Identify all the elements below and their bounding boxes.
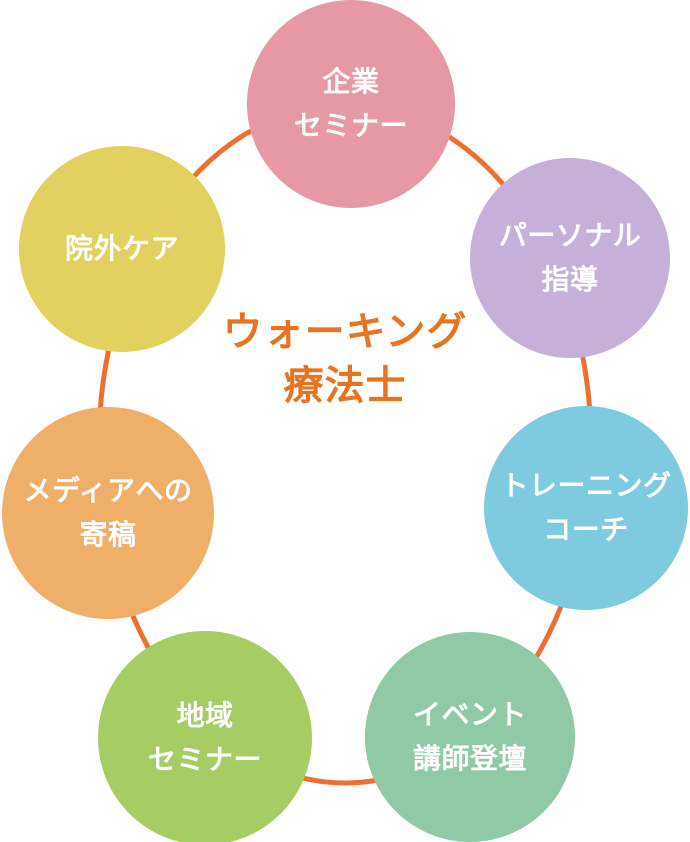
diagram-node-label-line: トレーニング [500,470,672,501]
diagram-node-media-contribution: メディアへの寄稿 [2,407,214,619]
diagram-node-training-coach: トレーニングコーチ [484,406,688,610]
diagram-node-label-line: 地域 [176,700,234,731]
diagram-node-out-of-hospital-care: 院外ケア [19,146,225,352]
diagram-node-local-seminar: 地域セミナー [98,631,312,842]
diagram-node-label-line: イベント [412,699,527,730]
diagram-node-label-line: コーチ [543,514,629,545]
diagram-title: ウォーキング 療法士 [0,305,690,413]
diagram-node-personal-instruction: パーソナル指導 [470,158,670,358]
diagram-node-label-line: 講師登壇 [412,743,527,774]
diagram-node-label-line: 院外ケア [64,233,179,264]
diagram-node-event-lecturer: イベント講師登壇 [365,632,575,842]
diagram-node-label-line: パーソナル [498,220,642,251]
diagram-node-label-line: 指導 [541,264,599,295]
diagram-node-label-line: セミナー [293,110,408,141]
diagram-node-label-line: セミナー [147,744,262,775]
diagram-node-label-line: メディアへの [23,475,193,506]
diagram-node-label-line: 寄稿 [79,519,137,550]
diagram-title-line2: 療法士 [283,364,407,408]
diagram-node-label-line: 企業 [322,66,380,97]
diagram-node-corporate-seminar: 企業セミナー [247,0,455,208]
diagram-title-line1: ウォーキング [222,310,468,354]
